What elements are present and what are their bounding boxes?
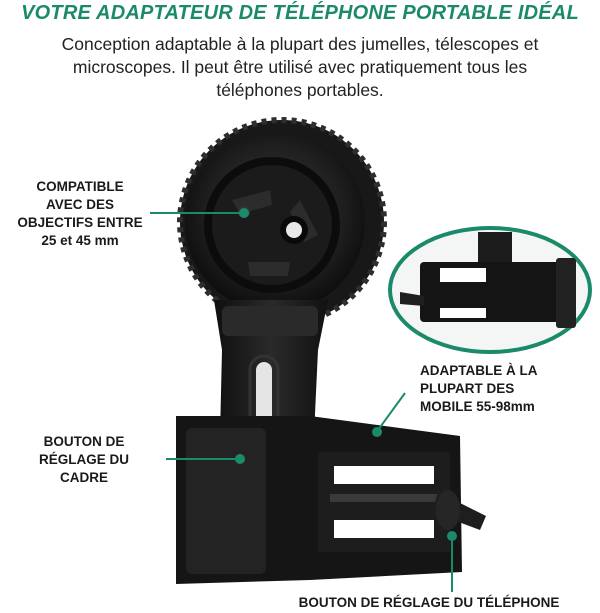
- callout-line: 25 et 45 mm: [41, 233, 119, 248]
- callout-line: MOBILE 55-98mm: [420, 399, 535, 414]
- callout-line: BOUTON DE: [43, 434, 125, 449]
- description-line: Conception adaptable à la plupart des ju…: [61, 34, 539, 54]
- description: Conception adaptable à la plupart des ju…: [28, 33, 572, 102]
- callout-lines: [150, 208, 457, 592]
- callout-line: OBJECTIFS ENTRE: [17, 215, 143, 230]
- callout-line: PLUPART DES: [420, 381, 515, 396]
- callout-line: CADRE: [59, 470, 108, 485]
- eyepiece-clamp: [177, 117, 387, 327]
- inset-detail: [388, 226, 592, 354]
- callout-frame-knob: BOUTON DE RÉGLAGE DU CADRE: [20, 433, 148, 487]
- callout-phone-knob: BOUTON DE RÉGLAGE DU TÉLÉPHONE: [262, 594, 596, 612]
- callout-line: ADAPTABLE À LA: [420, 363, 538, 378]
- callout-line: COMPATIBLE: [36, 179, 124, 194]
- phone-knob: [432, 490, 486, 530]
- headline: VOTRE ADAPTATEUR DE TÉLÉPHONE PORTABLE I…: [21, 2, 579, 24]
- description-line: microscopes. Il peut être utilisé avec p…: [72, 57, 528, 77]
- phone-clamp: [176, 416, 462, 584]
- callout-line: BOUTON DE RÉGLAGE DU TÉLÉPHONE: [298, 595, 560, 610]
- callout-line: AVEC DES: [45, 197, 114, 212]
- callout-line: RÉGLAGE DU: [38, 452, 129, 467]
- description-line: téléphones portables.: [216, 80, 384, 100]
- callout-compat: COMPATIBLE AVEC DES OBJECTIFS ENTRE 25 e…: [10, 178, 150, 250]
- callout-adapt: ADAPTABLE À LA PLUPART DES MOBILE 55-98m…: [420, 362, 566, 416]
